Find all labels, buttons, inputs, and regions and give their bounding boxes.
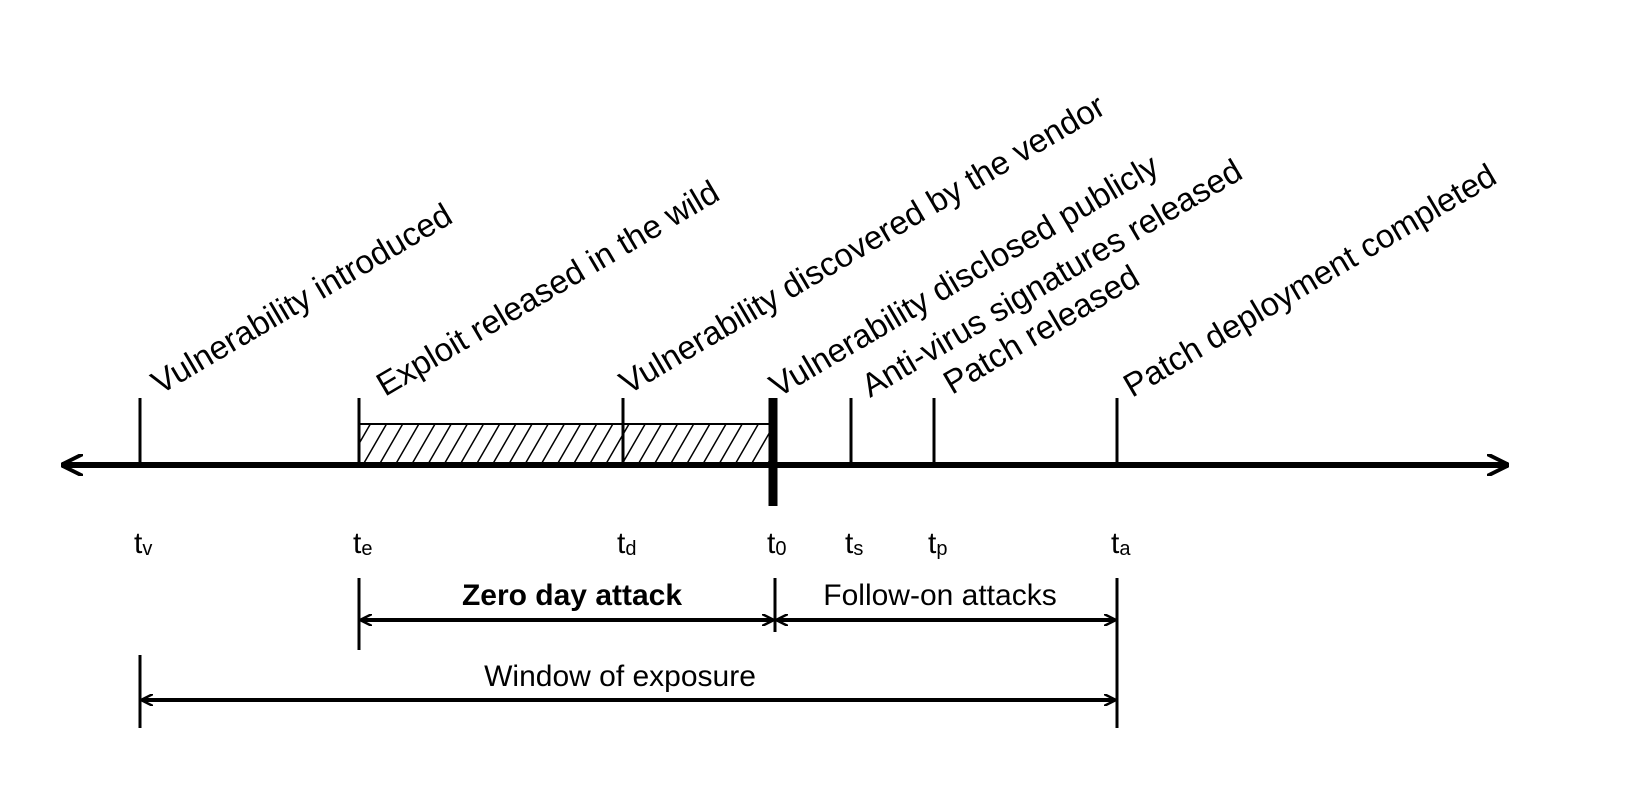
time-symbol-t0: t0	[767, 527, 786, 560]
window-of-exposure-label: Window of exposure	[484, 660, 756, 693]
time-symbol-tv: tv	[134, 527, 152, 560]
time-symbol-ta: ta	[1111, 527, 1131, 560]
time-symbol-tp: tp	[928, 527, 947, 560]
zero-day-attack-label: Zero day attack	[462, 579, 682, 612]
time-symbol-td: td	[617, 527, 636, 560]
time-symbol-te: te	[353, 527, 372, 560]
follow-on-attacks-label: Follow-on attacks	[823, 579, 1056, 612]
time-symbol-ts: ts	[845, 527, 863, 560]
zero-day-hatched-region	[358, 423, 774, 466]
